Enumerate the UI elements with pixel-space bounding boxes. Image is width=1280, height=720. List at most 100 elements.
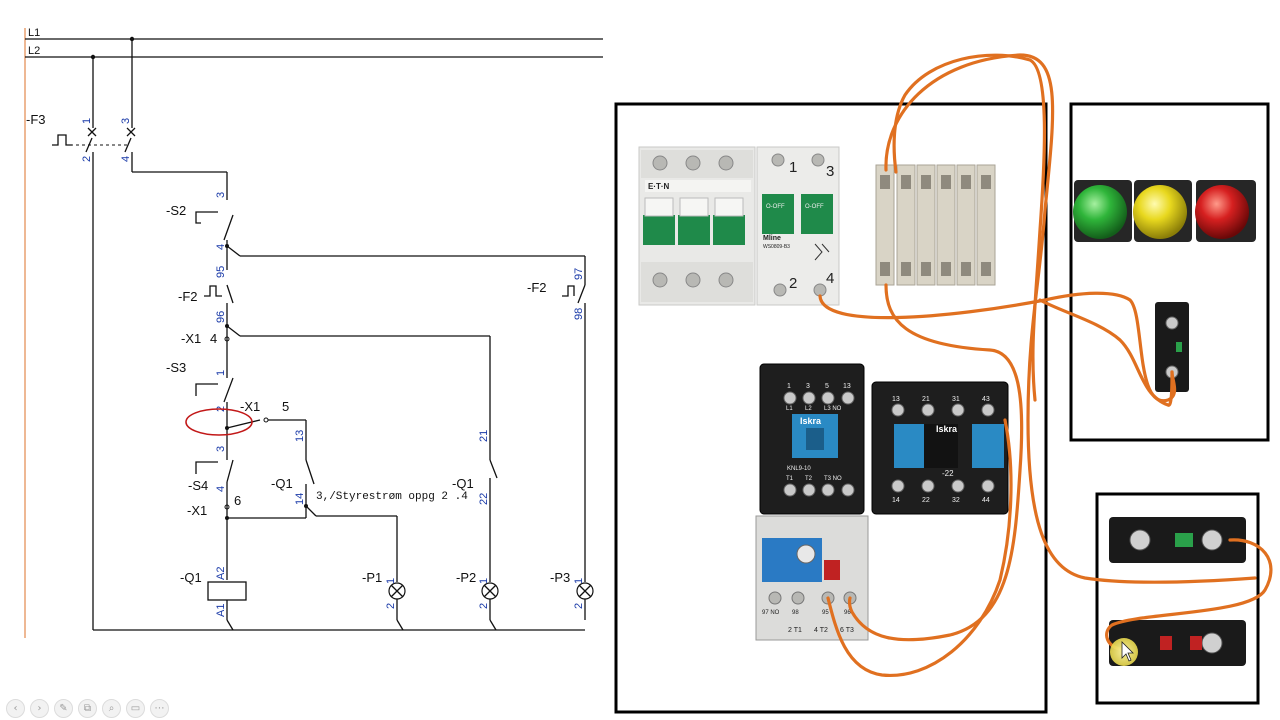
svg-text:1: 1 [789, 159, 797, 176]
svg-text:31: 31 [952, 396, 960, 403]
rail-l1-label: L1 [28, 27, 40, 39]
svg-text:-22: -22 [942, 469, 954, 478]
svg-text:KNL9-10: KNL9-10 [787, 466, 811, 472]
rail-l2-label: L2 [28, 45, 40, 57]
push-button-module-2 [1109, 620, 1246, 666]
svg-text:4: 4 [210, 331, 217, 346]
svg-text:2 T1: 2 T1 [788, 627, 802, 634]
zoom-icon[interactable]: ⌕ [102, 699, 121, 718]
p3-label: -P3 [550, 570, 570, 585]
next-icon[interactable]: › [30, 699, 49, 718]
orange-wires [818, 53, 1273, 677]
svg-text:13: 13 [843, 383, 851, 390]
switch-s2: -S2 3 4 [166, 192, 234, 250]
overload-f2-nc: -F2 95 96 [178, 266, 234, 323]
svg-text:4: 4 [826, 270, 834, 287]
breaker-f3: -F3 1 3 2 4 [26, 39, 136, 630]
previous-icon[interactable]: ‹ [6, 699, 25, 718]
svg-text:3: 3 [120, 118, 132, 124]
svg-text:97: 97 [573, 268, 585, 280]
svg-text:1: 1 [787, 383, 791, 390]
svg-text:98: 98 [792, 610, 799, 616]
svg-text:WS0809-B3: WS0809-B3 [763, 244, 790, 250]
svg-text:2: 2 [573, 603, 585, 609]
copy-icon[interactable]: ⧉ [78, 699, 97, 718]
overload-f2-no: -F2 97 98 [527, 268, 586, 582]
lamp-p1: -P1 1 2 [362, 570, 406, 620]
f2-label-left: -F2 [178, 289, 198, 304]
svg-text:O-OFF: O-OFF [766, 204, 785, 210]
note-text: 3,/Styrestrøm oppg 2 .4 [316, 491, 468, 503]
svg-text:L1: L1 [786, 406, 793, 412]
presentation-toolbar: ‹ › ✎ ⧉ ⌕ ▭ ⋯ [6, 699, 169, 718]
x1-label-b: -X1 [240, 399, 260, 414]
p2-label: -P2 [456, 570, 476, 585]
switch-s4: -S4 3 4 [188, 446, 234, 493]
svg-text:97 NO: 97 NO [762, 610, 780, 616]
f3-label: -F3 [26, 112, 46, 127]
aux-brand: Iskra [936, 424, 958, 434]
pilot-lamps [1073, 180, 1256, 242]
svg-text:1: 1 [385, 578, 397, 584]
svg-text:L3 NO: L3 NO [824, 406, 842, 412]
s2-label: -S2 [166, 203, 186, 218]
breaker-3pole: E·T·N [638, 146, 756, 306]
contact-q1-no: -Q1 13 14 3,/Styrestrøm oppg 2 .4 [271, 430, 468, 582]
svg-text:6: 6 [234, 493, 241, 508]
svg-text:21: 21 [922, 396, 930, 403]
svg-text:14: 14 [892, 497, 900, 504]
svg-text:T3 NO: T3 NO [824, 476, 842, 482]
slides-icon[interactable]: ▭ [126, 699, 145, 718]
svg-text:3: 3 [826, 163, 834, 180]
svg-text:T2: T2 [805, 476, 813, 482]
svg-text:1: 1 [478, 578, 490, 584]
svg-text:1: 1 [81, 118, 93, 124]
aux-contact-block: 13 21 31 43 Iskra -22 14 22 32 44 [871, 381, 1009, 515]
svg-text:6 T3: 6 T3 [840, 627, 854, 634]
x1-label-a: -X1 [181, 331, 201, 346]
breaker-brand: E·T·N [648, 182, 670, 191]
svg-text:L2: L2 [805, 406, 812, 412]
overload-relay: 97 NO 98 95 96 2 T1 4 T2 6 T3 [755, 515, 869, 641]
svg-text:2: 2 [789, 275, 797, 292]
svg-text:13: 13 [892, 396, 900, 403]
coil-q1: -Q1 A2 A1 [180, 567, 247, 620]
svg-text:2: 2 [478, 603, 490, 609]
pen-icon[interactable]: ✎ [54, 699, 73, 718]
svg-text:3: 3 [806, 383, 810, 390]
f2-label-right: -F2 [527, 280, 547, 295]
q1-right-label: -Q1 [452, 476, 474, 491]
svg-text:4 T2: 4 T2 [814, 627, 828, 634]
contactor: 1 3 5 13 L1 L2 L3 NO Iskra KNL9-10 T1 T2… [759, 363, 865, 515]
terminal-blocks [875, 164, 996, 286]
svg-text:22: 22 [478, 493, 490, 505]
svg-text:O-OFF: O-OFF [805, 204, 824, 210]
lamp-panel-box [1069, 102, 1270, 442]
svg-text:4: 4 [215, 244, 227, 250]
p1-label: -P1 [362, 570, 382, 585]
breaker-1pole: 1 3 O-OFF O-OFF Mline WS0809-B3 2 4 [756, 146, 840, 306]
lamp-p3: -P3 1 2 [550, 570, 594, 620]
svg-text:98: 98 [573, 308, 585, 320]
push-button-module-1 [1109, 517, 1246, 563]
svg-text:44: 44 [982, 497, 990, 504]
svg-text:13: 13 [294, 430, 306, 442]
mouse-pointer-icon [1121, 641, 1134, 662]
svg-text:5: 5 [282, 399, 289, 414]
svg-text:96: 96 [215, 311, 227, 323]
svg-text:2: 2 [385, 603, 397, 609]
svg-text:96: 96 [844, 610, 851, 616]
switch-s3: -S3 1 2 [166, 350, 234, 412]
x1-label-c: -X1 [187, 503, 207, 518]
green-lamp [1073, 185, 1127, 239]
svg-text:95: 95 [215, 266, 227, 278]
svg-text:1: 1 [573, 578, 585, 584]
schematic: L1 L2 -F3 1 3 2 4 [24, 27, 603, 638]
more-icon[interactable]: ⋯ [150, 699, 169, 718]
svg-text:1: 1 [215, 370, 227, 376]
q1-contact-label: -Q1 [271, 476, 293, 491]
contactor-brand: Iskra [800, 416, 822, 426]
svg-text:4: 4 [120, 156, 132, 162]
svg-text:Mline: Mline [763, 235, 781, 242]
svg-text:T1: T1 [786, 476, 794, 482]
